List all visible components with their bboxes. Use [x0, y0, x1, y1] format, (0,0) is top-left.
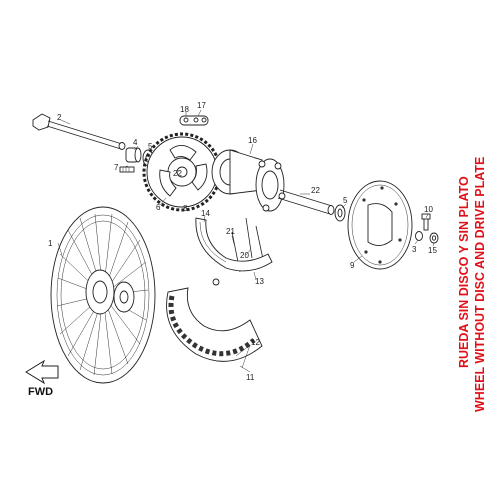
title-spanish: RUEDA SIN DISCO Y SIN PLATO [457, 176, 471, 368]
hub-part [211, 149, 286, 212]
spacer-part [125, 147, 142, 163]
fwd-arrow-icon [25, 359, 59, 385]
callout-4: 4 [133, 138, 138, 147]
callout-5-right: 5 [343, 196, 348, 205]
sprocket-part [142, 132, 222, 212]
fwd-label: FWD [28, 386, 53, 398]
callout-21: 21 [226, 227, 235, 236]
tire-part [166, 287, 263, 362]
callout-5-left: 5 [148, 142, 153, 151]
chain-link-part [179, 115, 209, 126]
bearing-right-part [334, 204, 346, 222]
callout-20: 20 [240, 251, 249, 260]
callout-11: 11 [246, 373, 255, 382]
callout-18: 18 [180, 105, 189, 114]
callout-7: 7 [114, 163, 119, 172]
leader-lines [57, 109, 435, 373]
callout-15: 15 [428, 246, 437, 255]
callout-17: 17 [197, 101, 206, 110]
axle-part [32, 113, 126, 150]
callout-16: 16 [248, 136, 257, 145]
callout-2: 2 [57, 113, 62, 122]
wheel-part [50, 206, 156, 384]
brake-disc-part [347, 180, 413, 270]
callout-10: 10 [424, 205, 433, 214]
disc-bolt-part [421, 213, 431, 231]
rim-band-part [195, 217, 273, 286]
callout-22-sleeve: 22 [311, 186, 320, 195]
callout-6: 6 [156, 203, 161, 212]
nut-part [429, 232, 439, 244]
washer-part [415, 231, 423, 241]
callout-3: 3 [412, 245, 417, 254]
callout-13: 13 [255, 277, 264, 286]
callout-1: 1 [48, 239, 53, 248]
callout-22-sprocket: 22 [173, 169, 182, 178]
leader-2 [60, 119, 71, 125]
callout-14: 14 [201, 209, 210, 218]
callout-12: 12 [251, 338, 260, 347]
axle-sleeve-part [277, 189, 335, 215]
callout-9: 9 [350, 261, 355, 270]
bolt-part [119, 166, 135, 173]
callout-8: 8 [183, 204, 188, 213]
title-english: WHEEL WITHOUT DISC AND DRIVE PLATE [473, 157, 487, 412]
